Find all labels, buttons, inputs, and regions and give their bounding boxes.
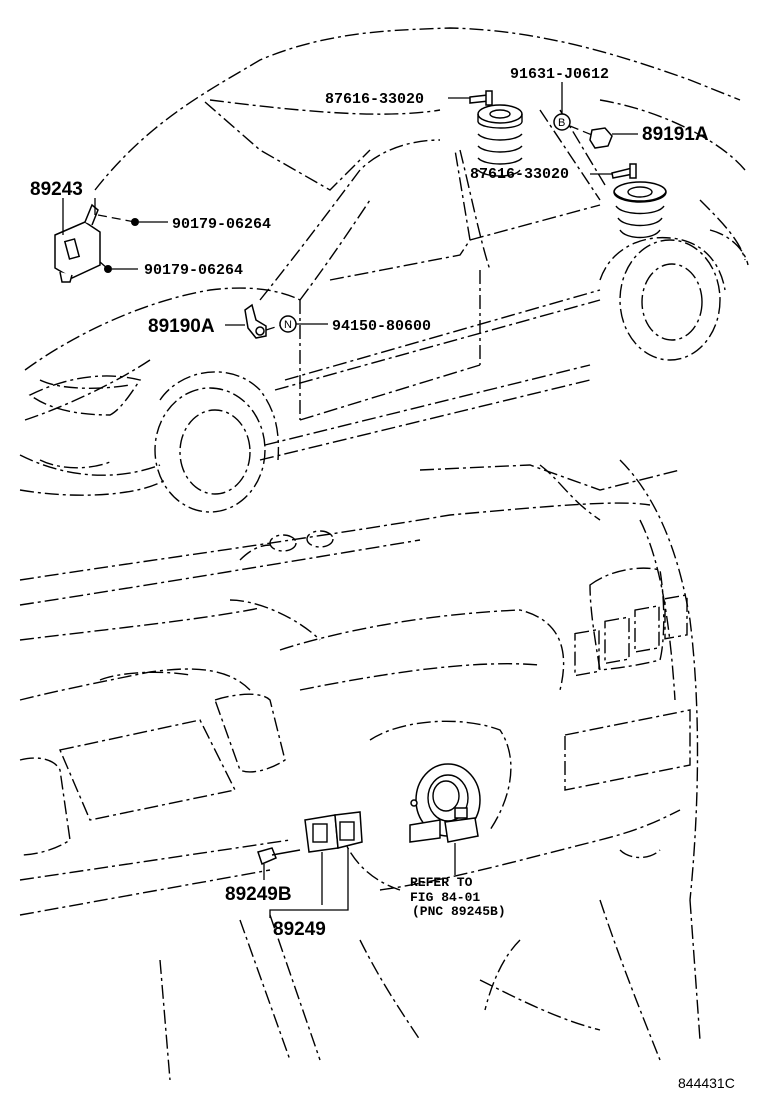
bolt-icon: [469, 90, 493, 106]
refer-text-line3: (PNC 89245B): [412, 904, 506, 919]
label-90179-upper: 90179-06264: [172, 216, 271, 233]
label-94150-80600: 94150-80600: [332, 318, 431, 335]
label-89243: 89243: [30, 179, 83, 200]
spiral-cable-icon: [409, 763, 481, 843]
label-87616-upper: 87616-33020: [325, 91, 424, 108]
figure-code: 844431C: [678, 1075, 735, 1091]
rear-sensor-icon: [589, 127, 613, 149]
clip-icon: [257, 847, 301, 866]
dashboard-outline: [19, 459, 701, 1081]
callout-n: N: [284, 319, 292, 331]
label-89190A: 89190A: [148, 316, 215, 337]
label-90179-lower: 90179-06264: [144, 262, 243, 279]
label-89249: 89249: [273, 919, 326, 940]
label-91631-J0612: 91631-J0612: [510, 66, 609, 83]
front-sensor-icon: [244, 303, 267, 339]
nut-icon: [104, 218, 139, 273]
switch-icon: [304, 811, 363, 853]
car-body-outline: [19, 27, 749, 513]
label-89191A: 89191A: [642, 124, 709, 145]
refer-text-line1: REFER TO: [410, 875, 473, 890]
airbag-sensor-icon: [54, 203, 101, 283]
refer-text-line2: FIG 84-01: [410, 890, 480, 905]
label-87616-lower: 87616-33020: [470, 166, 569, 183]
label-89249B: 89249B: [225, 884, 292, 905]
coil-spring-icon: [613, 181, 667, 239]
bolt-icon: [611, 163, 637, 179]
callout-b: B: [558, 117, 565, 129]
coil-spring-icon: [477, 104, 523, 177]
